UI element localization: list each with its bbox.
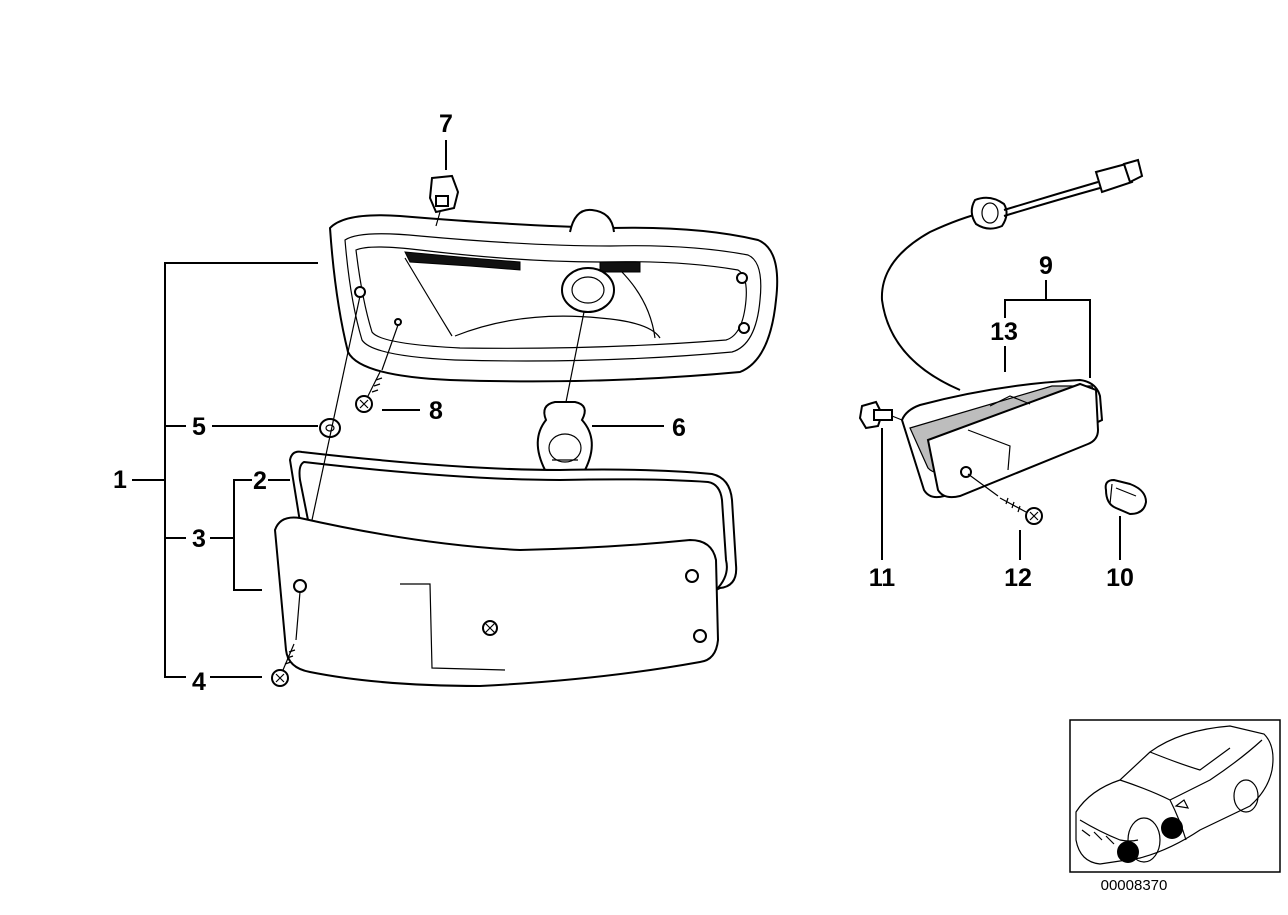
location-marker bbox=[1117, 841, 1139, 863]
callout-1: 1 bbox=[113, 466, 127, 494]
callout-2: 2 bbox=[253, 467, 267, 495]
leader-lines bbox=[132, 140, 1121, 678]
clip-part-11 bbox=[858, 400, 903, 430]
reference-number: 00008370 bbox=[1101, 877, 1168, 894]
callout-5: 5 bbox=[192, 413, 206, 441]
bulb-part-10 bbox=[1104, 478, 1148, 516]
callout-9: 9 bbox=[1039, 252, 1053, 280]
callout-3: 3 bbox=[192, 525, 206, 553]
callout-4: 4 bbox=[192, 668, 206, 696]
car-front-location-icon bbox=[1075, 725, 1274, 865]
screw-part-12 bbox=[967, 473, 1043, 525]
callout-8: 8 bbox=[429, 397, 443, 425]
callout-13: 13 bbox=[990, 318, 1018, 346]
side-marker-lamp bbox=[900, 378, 1104, 499]
callout-11: 11 bbox=[869, 564, 896, 592]
car-location-inset bbox=[1069, 719, 1281, 873]
callout-7: 7 bbox=[439, 110, 453, 138]
callout-6: 6 bbox=[672, 414, 686, 442]
lamp-housing bbox=[328, 208, 779, 383]
lens-part-3 bbox=[273, 516, 720, 688]
location-marker bbox=[1161, 817, 1183, 839]
screw-part-4 bbox=[271, 591, 301, 687]
callout-10: 10 bbox=[1106, 564, 1134, 592]
callout-12: 12 bbox=[1004, 564, 1032, 592]
clip-part-7 bbox=[428, 174, 460, 227]
cable-harness bbox=[880, 158, 1144, 391]
bulb-part-6 bbox=[536, 311, 593, 471]
screw-part-8 bbox=[355, 324, 399, 413]
